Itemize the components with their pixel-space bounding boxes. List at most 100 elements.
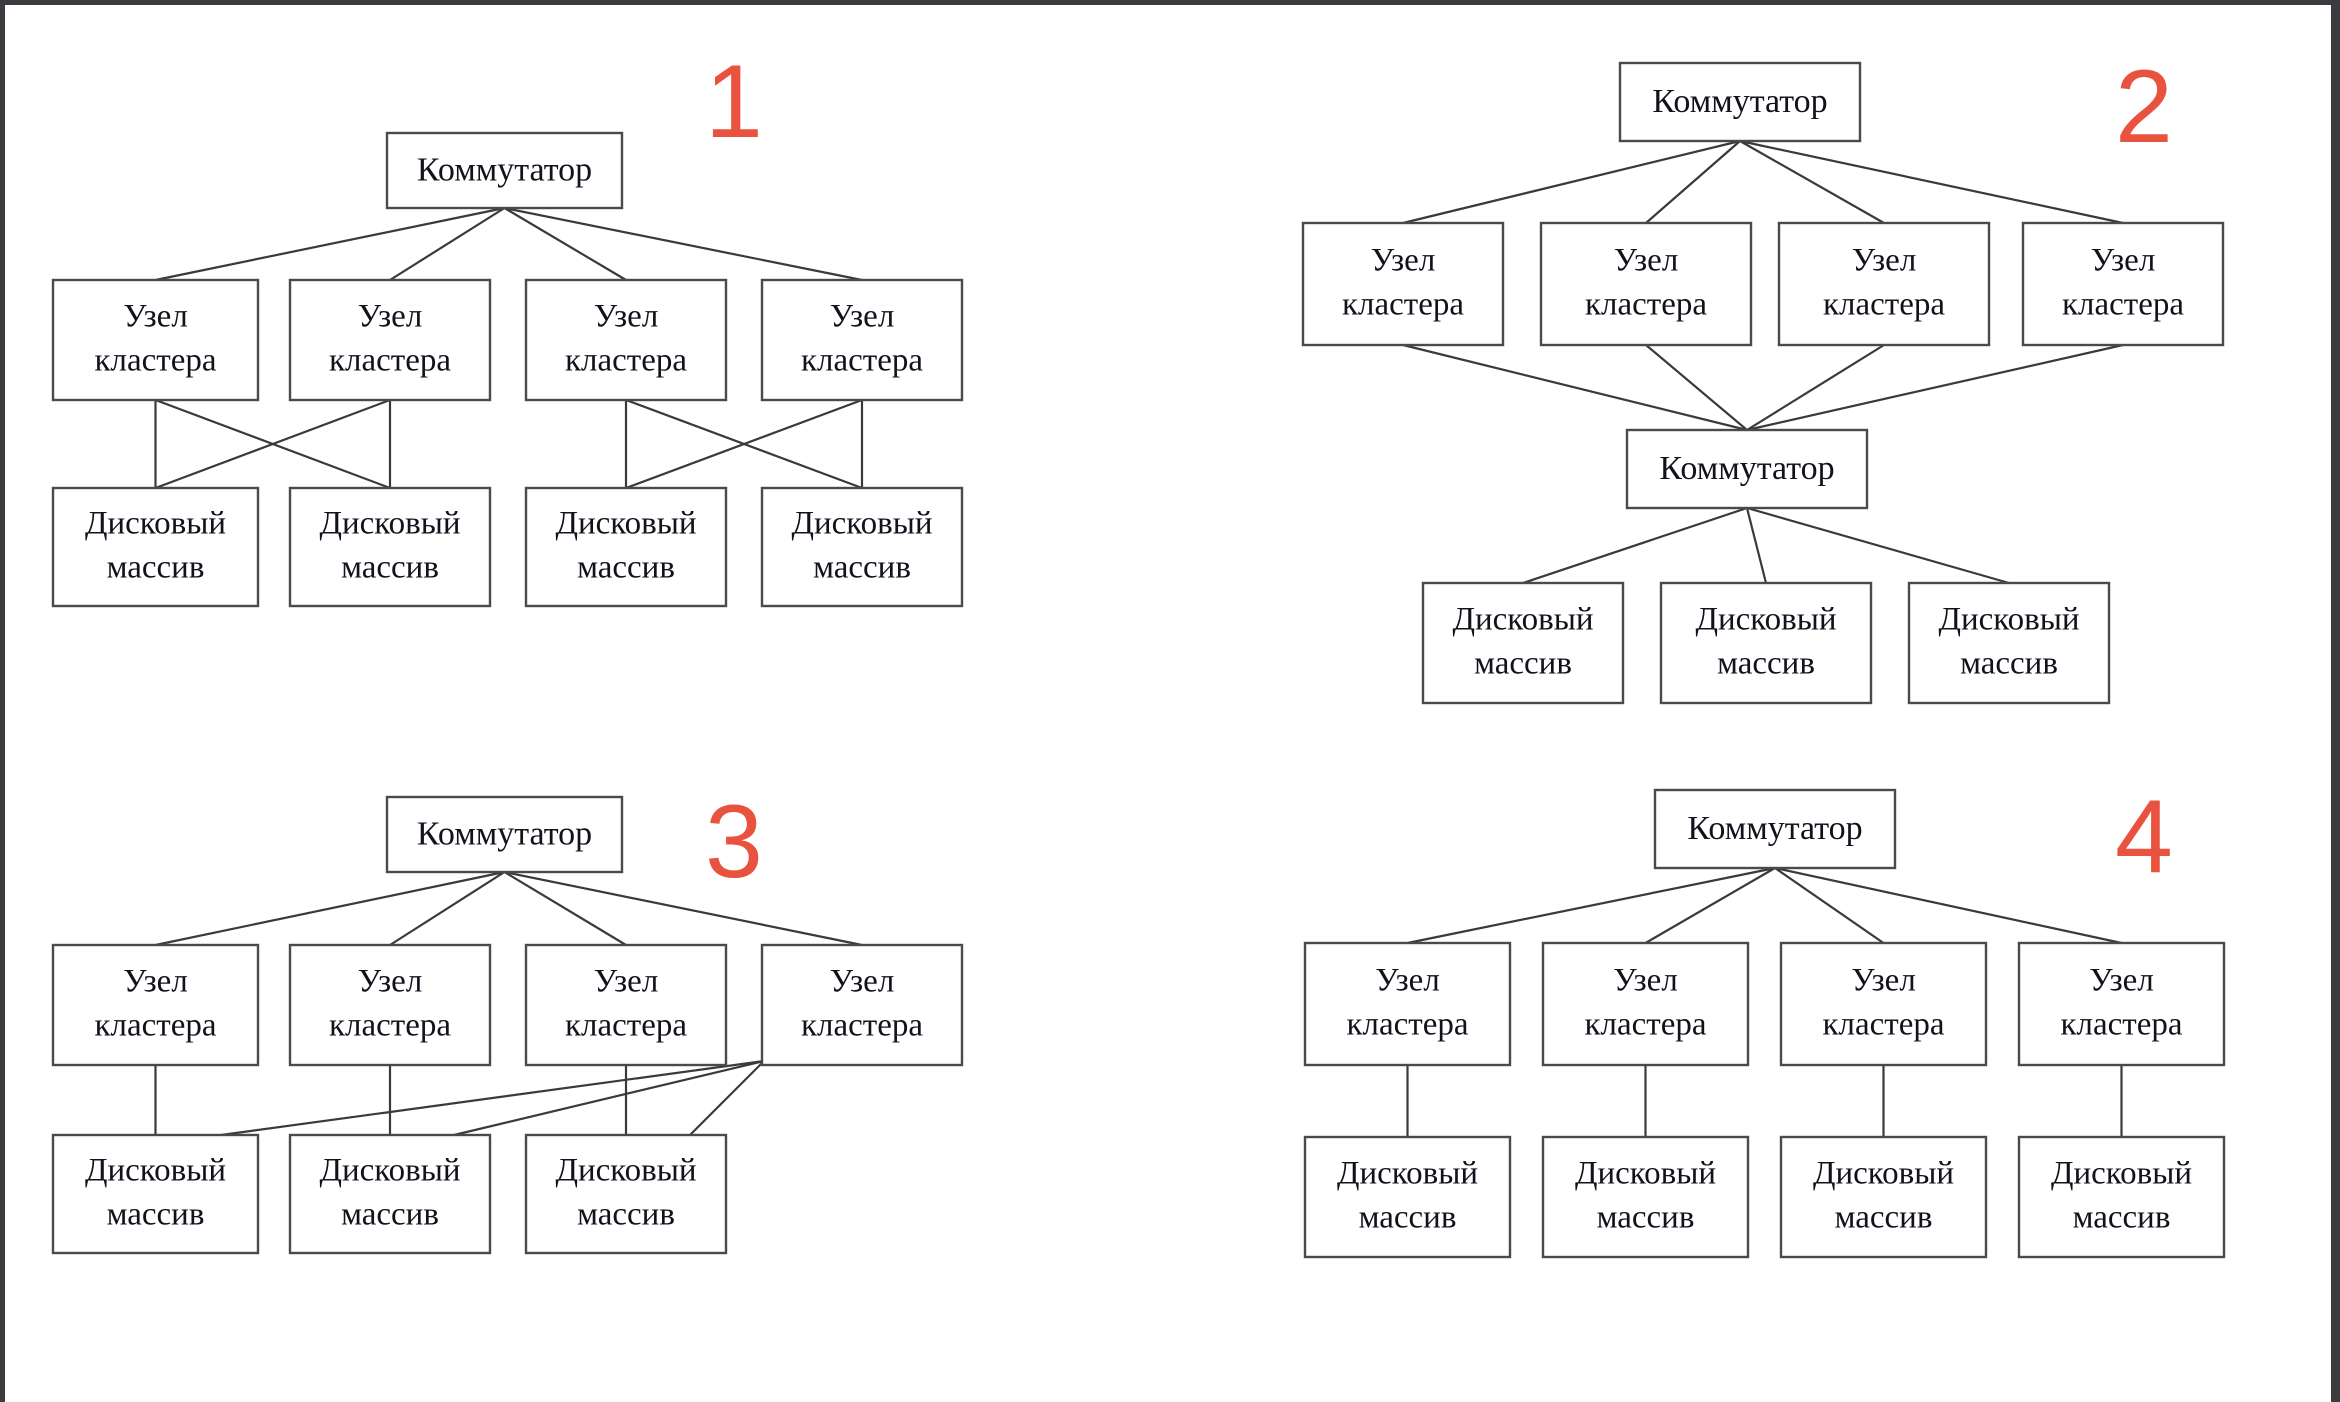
edge-switch-top-to-cluster-node-3	[503, 207, 627, 281]
diagram-4-cluster-node-4-label-line2: кластера	[2060, 1007, 2182, 1043]
diagram-1-switch-1[interactable]: Коммутатор	[385, 131, 624, 210]
diagram-3-cluster-node-3-label-line2: кластера	[565, 1008, 687, 1044]
edge-switch-top-to-cluster-node-4	[504, 206, 863, 282]
edge-cluster-node-1-to-switch-bottom	[1402, 343, 1748, 432]
diagram-1-disk-array-1-label-line2: массив	[107, 550, 205, 586]
diagram-4-cluster-node-4[interactable]: Узел кластера	[2017, 941, 2226, 1067]
diagram-4-number: 4	[2115, 779, 2173, 895]
edge-cluster-node-2-to-disk-array-1	[155, 398, 391, 490]
diagram-3-disk-array-2-label-line2: массив	[341, 1197, 439, 1233]
diagram-2-switch-1[interactable]: Коммутатор	[1618, 61, 1862, 143]
diagram-3-cluster-node-3-label-line1: Узел	[594, 964, 659, 1000]
diagram-4-switch-1-label: Коммутатор	[1687, 810, 1862, 847]
diagram-2-cluster-node-1[interactable]: Узел кластера	[1301, 221, 1505, 347]
diagram-3-disk-array-1-label-line2: массив	[107, 1197, 205, 1233]
diagram-4-disk-array-1-label-line1: Дисковый	[1337, 1156, 1478, 1192]
diagram-1-disk-array-2-label-line1: Дисковый	[319, 506, 460, 542]
diagram-1-canvas: КоммутаторУзелкластераУзелкластераУзелкл…	[51, 131, 964, 608]
diagram-4-disk-array-2-label-line2: массив	[1597, 1200, 1695, 1236]
diagram-3-edges	[154, 870, 863, 1137]
diagram-1-cluster-node-4-label-line1: Узел	[830, 299, 895, 335]
diagram-3-cluster-node-2-label-line1: Узел	[358, 964, 423, 1000]
diagram-2-cluster-node-1-label-line1: Узел	[1371, 243, 1436, 279]
edge-cluster-node-4-to-disk-array-3	[689, 1060, 765, 1136]
diagram-4-edges	[1406, 866, 2123, 1137]
diagram-2-cluster-node-4-label-line2: кластера	[2062, 287, 2184, 323]
diagram-3-disk-array-1-label-line1: Дисковый	[85, 1153, 226, 1189]
diagram-2-disk-array-3-label-line2: массив	[1960, 646, 2058, 682]
diagram-2-cluster-node-1-label-line2: кластера	[1342, 287, 1464, 323]
diagram-4-disk-array-3-label-line1: Дисковый	[1813, 1156, 1954, 1192]
edge-cluster-node-3-to-switch-bottom	[1746, 344, 1885, 431]
diagram-1-disk-array-1-label-line1: Дисковый	[85, 506, 226, 542]
diagram-4-cluster-node-3-label-line1: Узел	[1851, 963, 1916, 999]
edge-switch-bottom-to-disk-array-1	[1522, 506, 1748, 585]
diagram-1-disk-array-2[interactable]: Дисковый массив	[288, 486, 492, 608]
diagram-4-cluster-node-4-label-line1: Узел	[2089, 963, 2154, 999]
diagram-3-canvas: КоммутаторУзелкластераУзелкластераУзелкл…	[51, 795, 964, 1255]
diagram-3-cluster-node-3[interactable]: Узел кластера	[524, 943, 728, 1067]
diagram-2-disk-array-2-label-line1: Дисковый	[1695, 602, 1836, 638]
diagram-4-cluster-node-2-label-line2: кластера	[1584, 1007, 1706, 1043]
diagram-4-cluster-node-1-label-line2: кластера	[1346, 1007, 1468, 1043]
diagram-1-cluster-node-4-label-line2: кластера	[801, 343, 923, 379]
diagram-2-edges	[1402, 139, 2124, 585]
diagram-2-switch-2[interactable]: Коммутатор	[1625, 428, 1869, 510]
diagram-2-canvas: КоммутаторКоммутаторУзелкластераУзелклас…	[1301, 61, 2225, 705]
diagram-4-cluster-node-1[interactable]: Узел кластера	[1303, 941, 1512, 1067]
diagram-2-cluster-node-4[interactable]: Узел кластера	[2021, 221, 2225, 347]
diagram-4-disk-array-4-label-line1: Дисковый	[2051, 1156, 2192, 1192]
edge-switch-top-to-cluster-node-2	[1644, 867, 1776, 944]
diagram-3-switch-1[interactable]: Коммутатор	[385, 795, 624, 874]
diagram-4-cluster-node-1-label-line1: Узел	[1375, 963, 1440, 999]
diagram-2-cluster-node-2-label-line1: Узел	[1614, 243, 1679, 279]
diagram-1-cluster-node-4[interactable]: Узел кластера	[760, 278, 964, 402]
diagram-1-disk-array-3-label-line1: Дисковый	[555, 506, 696, 542]
edge-switch-top-to-cluster-node-2	[1645, 140, 1741, 224]
edge-switch-top-to-cluster-node-2	[389, 207, 506, 281]
diagram-4-switch-1[interactable]: Коммутатор	[1653, 788, 1897, 870]
diagram-2-switch-1-label: Коммутатор	[1652, 83, 1827, 120]
diagram-4-disk-array-2[interactable]: Дисковый массив	[1541, 1135, 1750, 1259]
edge-cluster-node-4-to-disk-array-3	[625, 398, 863, 490]
diagram-3-disk-array-1[interactable]: Дисковый массив	[51, 1133, 260, 1255]
diagram-1-disk-array-4-label-line2: массив	[813, 550, 911, 586]
edge-switch-bottom-to-disk-array-2	[1745, 507, 1768, 584]
edge-cluster-node-4-to-disk-array-2	[453, 1059, 765, 1137]
diagram-2-disk-array-1-label-line1: Дисковый	[1452, 602, 1593, 638]
diagram-1-disk-array-3-label-line2: массив	[577, 550, 675, 586]
diagram-1-disk-array-1[interactable]: Дисковый массив	[51, 486, 260, 608]
diagram-1-number: 1	[705, 44, 763, 160]
diagram-2-cluster-node-4-label-line1: Узел	[2091, 243, 2156, 279]
edge-cluster-node-2-to-switch-bottom	[1645, 344, 1748, 431]
diagram-1-disk-array-3[interactable]: Дисковый массив	[524, 486, 728, 608]
diagram-1-cluster-node-3-label-line2: кластера	[565, 343, 687, 379]
edge-cluster-node-4-to-disk-array-1	[220, 1059, 765, 1137]
diagram-4-disk-array-2-label-line1: Дисковый	[1575, 1156, 1716, 1192]
diagram-1-disk-array-2-label-line2: массив	[341, 550, 439, 586]
